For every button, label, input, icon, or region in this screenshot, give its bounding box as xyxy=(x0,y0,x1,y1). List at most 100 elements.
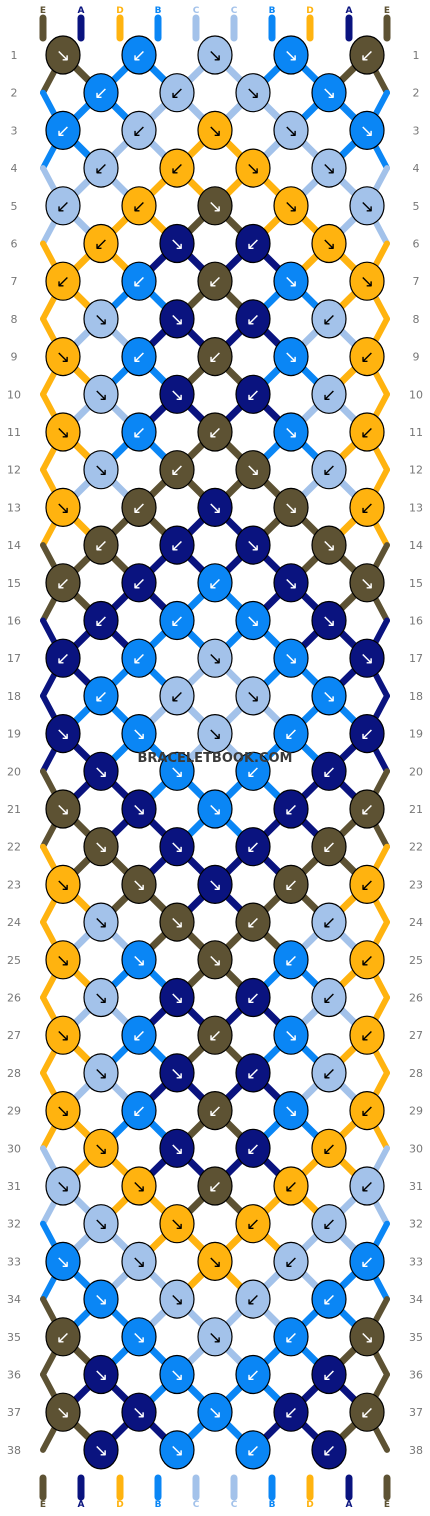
knot: ↙ xyxy=(197,563,233,603)
knot-arrow-icon: ↘ xyxy=(246,612,260,632)
knot-oval xyxy=(45,563,81,603)
knot-oval xyxy=(235,1204,271,1244)
knot-arrow-icon: ↙ xyxy=(322,310,336,330)
knot-arrow-icon: ↘ xyxy=(208,1328,222,1348)
row-number-right: 32 xyxy=(409,1218,423,1231)
row-number-right: 17 xyxy=(409,652,423,665)
knot-arrow-icon: ↙ xyxy=(132,272,146,292)
row-number-right: 8 xyxy=(413,313,420,326)
knot-arrow-icon: ↙ xyxy=(56,574,70,594)
knot: ↙ xyxy=(311,827,347,867)
knot-oval xyxy=(83,977,119,1018)
knot-arrow-icon: ↙ xyxy=(322,385,336,405)
knot-oval xyxy=(197,1317,233,1357)
knot-arrow-icon: ↘ xyxy=(208,800,222,820)
knot-arrow-icon: ↘ xyxy=(208,951,222,971)
knot-arrow-icon: ↙ xyxy=(170,687,184,707)
knot-oval xyxy=(349,35,385,75)
knot-oval xyxy=(159,148,195,188)
knot: ↙ xyxy=(45,563,81,603)
knot-oval xyxy=(121,638,157,678)
knot: ↘ xyxy=(121,1241,157,1282)
row-number-right: 19 xyxy=(409,728,423,741)
top-strand-label: B xyxy=(269,6,276,16)
knot-arrow-icon: ↘ xyxy=(208,1252,222,1272)
knot: ↙ xyxy=(197,1166,233,1206)
knot-arrow-icon: ↘ xyxy=(132,1403,146,1423)
knot-oval xyxy=(121,1241,157,1282)
knot: ↘ xyxy=(159,1279,195,1319)
knot: ↙ xyxy=(311,374,347,414)
knot: ↙ xyxy=(121,35,157,75)
knot-oval xyxy=(273,1015,309,1055)
knot-oval xyxy=(159,525,195,565)
knot-oval xyxy=(197,1015,233,1055)
knot: ↙ xyxy=(311,1430,347,1470)
knot: ↘ xyxy=(121,789,157,829)
knot: ↘ xyxy=(159,1430,195,1470)
knot-oval xyxy=(235,1430,271,1470)
knot: ↙ xyxy=(121,1015,157,1055)
knot: ↘ xyxy=(349,638,385,678)
knot-arrow-icon: ↘ xyxy=(322,687,336,707)
knot-oval xyxy=(45,186,81,226)
knot-arrow-icon: ↘ xyxy=(284,649,298,669)
knot-oval xyxy=(273,1166,309,1206)
bottom-strand-label: B xyxy=(155,1500,162,1510)
knot-arrow-icon: ↙ xyxy=(322,1290,336,1310)
knot: ↘ xyxy=(45,337,81,377)
row-number-right: 11 xyxy=(409,426,423,439)
knot-oval xyxy=(159,977,195,1018)
knot-arrow-icon: ↘ xyxy=(284,498,298,518)
knot: ↘ xyxy=(83,1430,119,1470)
knot-oval xyxy=(273,1241,309,1282)
knot-oval xyxy=(83,676,119,716)
knot: ↘ xyxy=(197,789,233,829)
knot: ↘ xyxy=(235,148,271,188)
knot-oval xyxy=(45,35,81,75)
knot-arrow-icon: ↙ xyxy=(94,84,108,104)
knot-oval xyxy=(349,412,385,452)
bottom-strand-label: A xyxy=(346,1500,353,1510)
knot: ↘ xyxy=(235,73,271,113)
knot-arrow-icon: ↘ xyxy=(360,574,374,594)
row-number-right: 10 xyxy=(409,388,423,401)
row-number-left: 7 xyxy=(11,275,18,288)
knot-arrow-icon: ↙ xyxy=(246,913,260,933)
row-number-left: 18 xyxy=(7,690,21,703)
knot-oval xyxy=(45,261,81,301)
knot-arrow-icon: ↙ xyxy=(246,1366,260,1386)
knot-oval xyxy=(121,789,157,829)
row-number-left: 26 xyxy=(7,992,21,1005)
row-number-right: 9 xyxy=(413,351,420,364)
knot-oval xyxy=(273,864,309,905)
bottom-strand-label: A xyxy=(78,1500,85,1510)
row-number-left: 36 xyxy=(7,1369,21,1382)
row-number-left: 31 xyxy=(7,1180,21,1193)
knot: ↘ xyxy=(121,940,157,980)
knot: ↙ xyxy=(121,337,157,377)
knot: ↘ xyxy=(159,299,195,339)
knot-arrow-icon: ↙ xyxy=(246,385,260,405)
knot-oval xyxy=(311,525,347,565)
row-number-left: 10 xyxy=(7,388,21,401)
knot-oval xyxy=(235,223,271,264)
knot-oval xyxy=(349,110,385,150)
knot-arrow-icon: ↘ xyxy=(284,272,298,292)
knot: ↘ xyxy=(83,1279,119,1319)
row-number-left: 24 xyxy=(7,916,21,929)
knot-arrow-icon: ↙ xyxy=(284,1328,298,1348)
knot: ↙ xyxy=(349,1392,385,1432)
knot-arrow-icon: ↙ xyxy=(360,1177,374,1197)
knot-arrow-icon: ↙ xyxy=(208,423,222,443)
knot-oval xyxy=(121,864,157,905)
knot-arrow-icon: ↙ xyxy=(170,159,184,179)
knot: ↘ xyxy=(159,827,195,867)
knot-arrow-icon: ↘ xyxy=(56,875,70,895)
knot: ↘ xyxy=(83,902,119,942)
knot-arrow-icon: ↘ xyxy=(322,536,336,556)
knot-arrow-icon: ↘ xyxy=(170,1366,184,1386)
knot-arrow-icon: ↙ xyxy=(322,1139,336,1159)
row-number-left: 2 xyxy=(11,87,18,100)
